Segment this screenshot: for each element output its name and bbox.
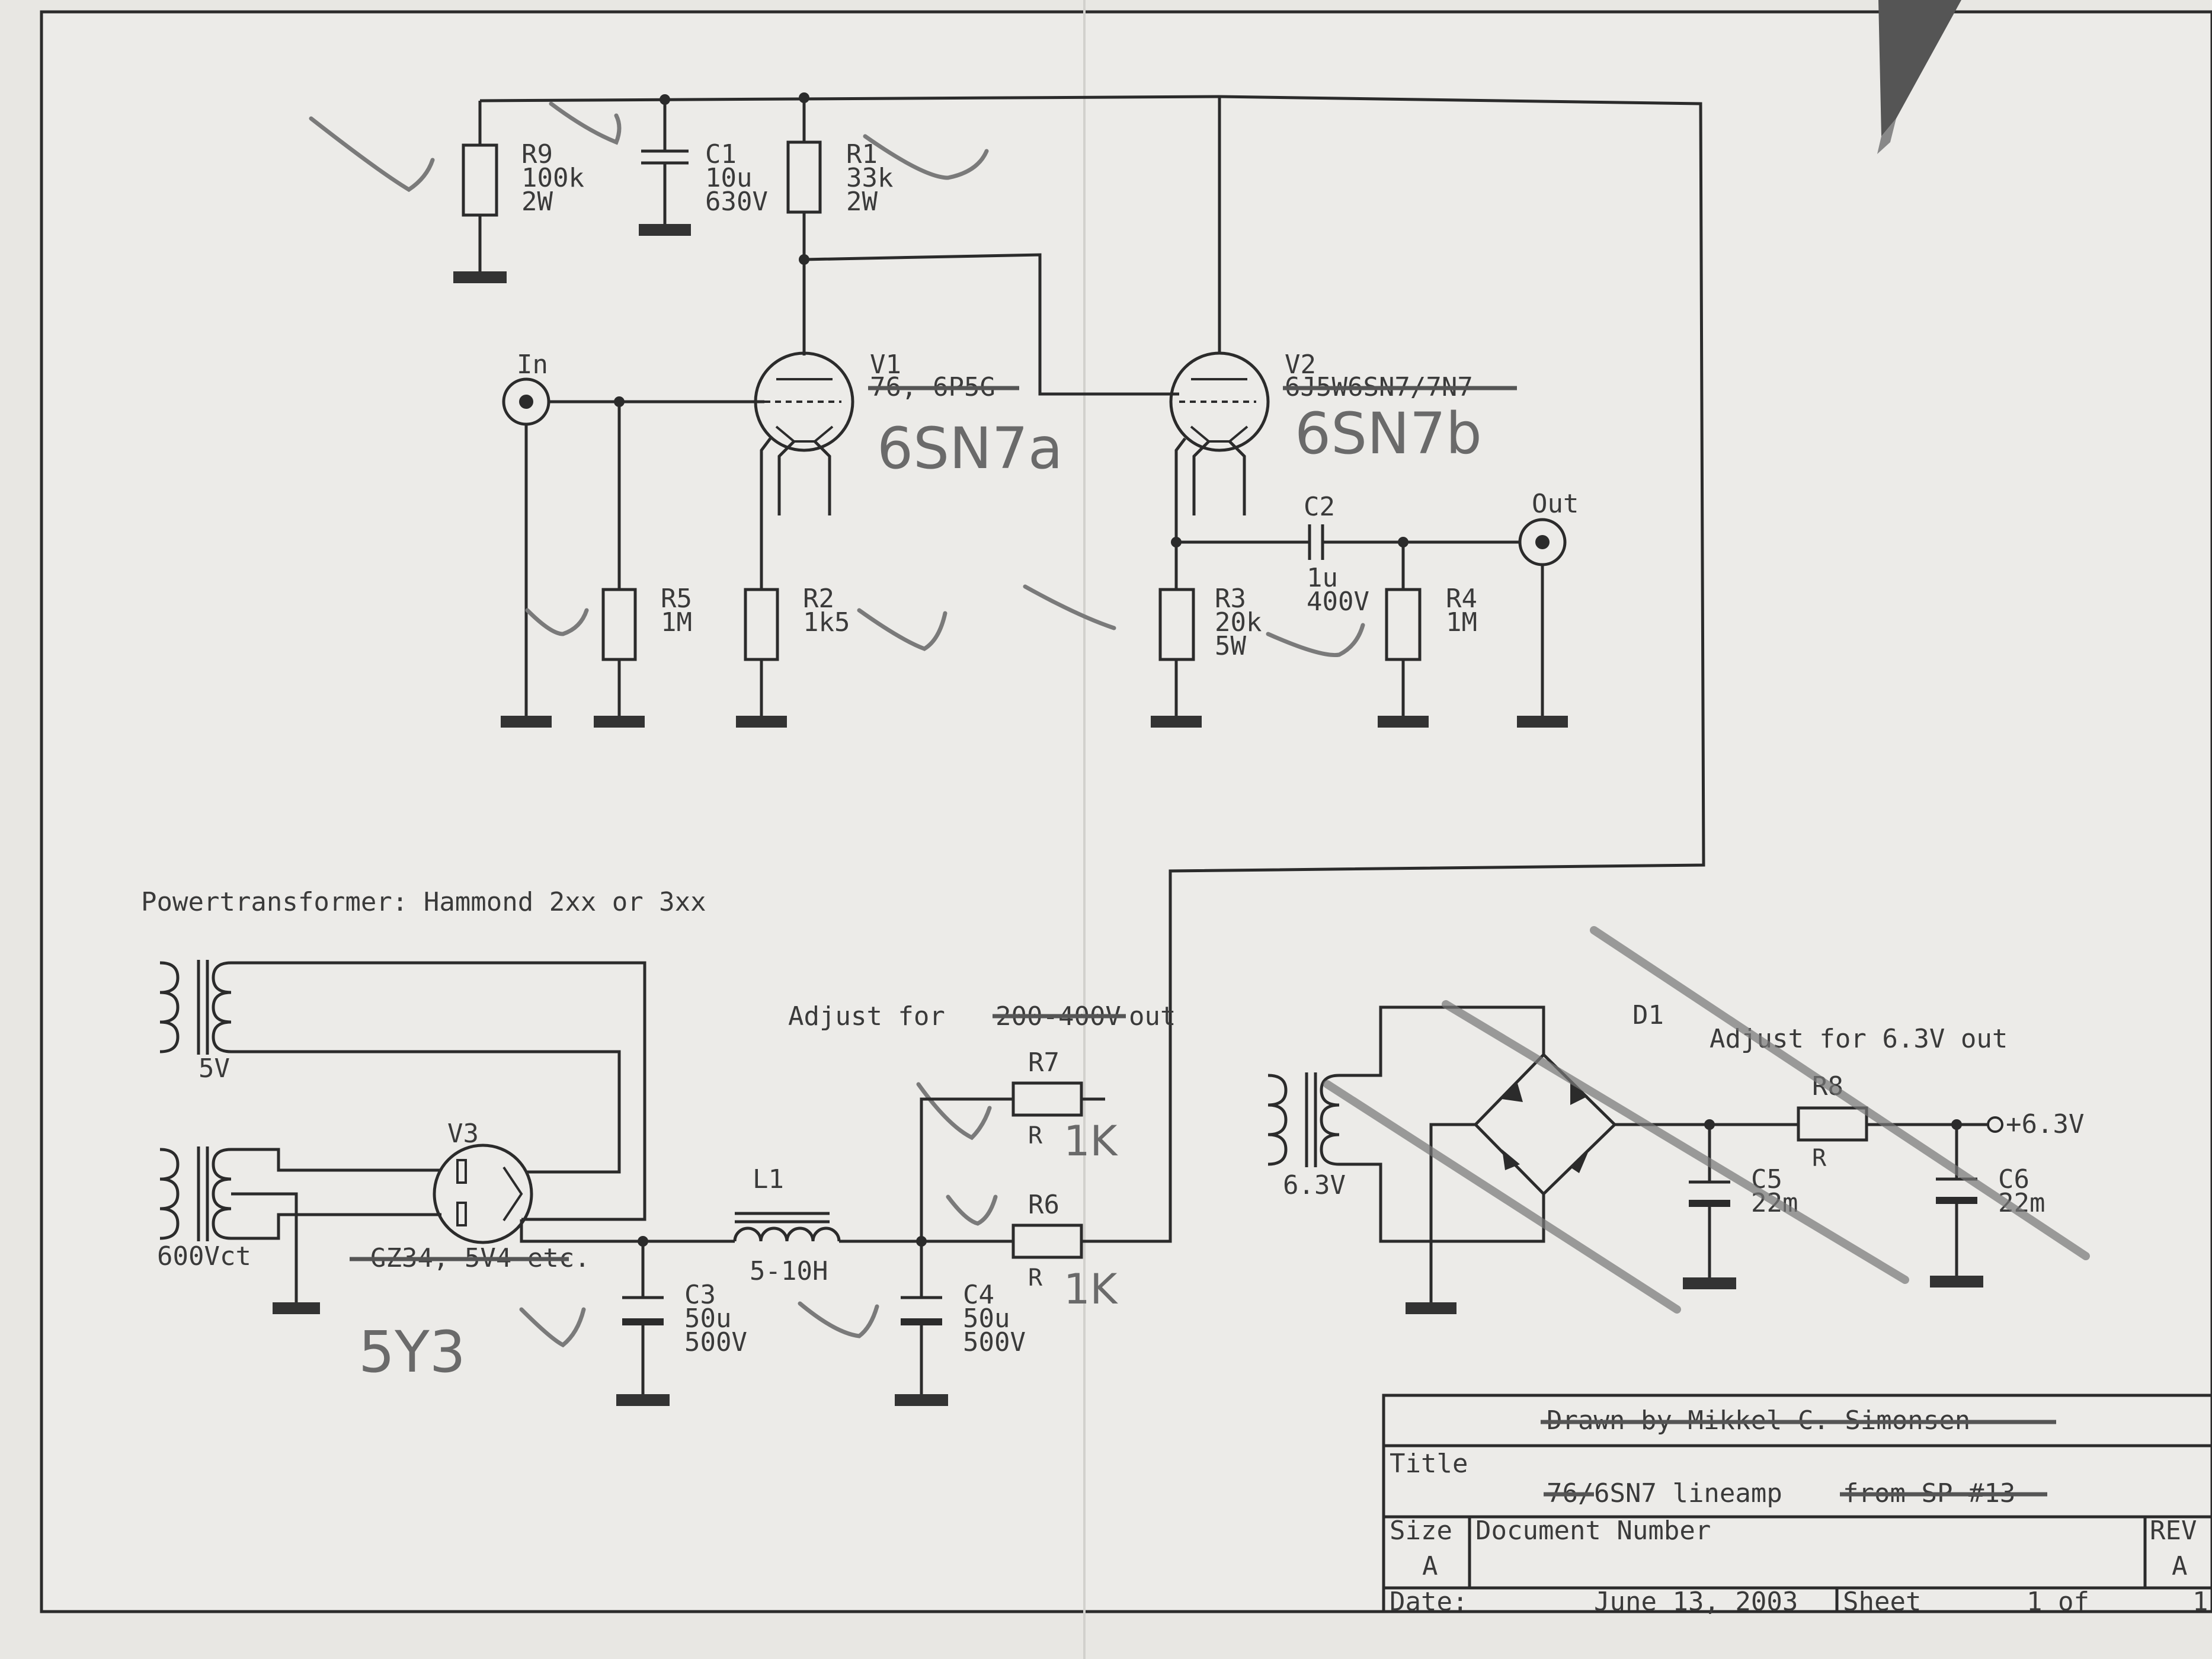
amplifier-section: R9 100k 2W C1 10u 630V R1 33k 2W In [453,92,1705,1243]
c2-label: C2 [1304,492,1335,522]
pencil-tip-image [1877,0,1961,154]
r6-value: R [1028,1264,1043,1292]
document-number-label: Document Number [1475,1516,1711,1546]
r5-resistor [601,588,637,661]
r2-resistor [744,588,779,661]
r7-label: R7 [1028,1048,1059,1078]
v3-handwritten-type: 5Y3 [358,1319,466,1385]
r6-label: R6 [1028,1190,1059,1220]
c1-value: 10u [705,163,752,193]
c6-label: C6 [1998,1164,2029,1194]
transformer-600vct-label: 600Vct [157,1241,251,1272]
v3-rectifier-tube [433,1144,533,1244]
rev-value: A [2172,1551,2188,1581]
adjust-hv-note-suffix: out [1129,1001,1176,1032]
v1-label: V1 [870,350,901,380]
c4-label: C4 [963,1280,994,1310]
r2-value: 1k5 [803,607,850,638]
input-label: In [517,350,548,380]
sheet-value: 1 of [2027,1587,2089,1617]
c4-rating: 500V [963,1327,1026,1357]
heater-output-label: +6.3V [2006,1109,2084,1139]
c4-value: 50u [963,1304,1010,1334]
title-main: 6SN7 lineamp [1594,1478,1782,1509]
v2-handwritten-type: 6SN7b [1295,401,1482,467]
v1-tube [754,351,854,452]
rev-label: REV [2150,1516,2197,1546]
d1-bridge-rectifier [1473,1052,1617,1196]
r1-resistor [786,140,822,214]
r7-resistor [1011,1081,1083,1117]
transformer-5v-label: 5V [199,1053,230,1084]
r9-rating: 2W [521,187,553,217]
powertransformer-note: Powertransformer: Hammond 2xx or 3xx [141,887,706,917]
pencil-checkmarks [309,101,1365,1348]
l1-choke [733,1226,841,1242]
r1-value: 33k [846,163,893,193]
c3-label: C3 [684,1280,716,1310]
d1-label: D1 [1632,1000,1664,1030]
r9-resistor [462,143,498,217]
l1-label: L1 [753,1164,784,1194]
r3-resistor [1158,588,1195,661]
size-value: A [1422,1551,1438,1581]
r5-value: 1M [661,607,692,638]
size-label: Size [1390,1516,1452,1546]
l1-value: 5-10H [750,1256,828,1286]
transformer-6v3-label: 6.3V [1283,1170,1346,1200]
c3-value: 50u [684,1304,731,1334]
transformer-600vct [159,1148,180,1240]
r6-resistor [1011,1224,1083,1259]
v2-label: V2 [1285,350,1316,380]
adjust-hv-note-prefix: Adjust for [788,1001,945,1032]
r7-handwritten-value: 1K [1064,1117,1119,1165]
c2-value: 1u [1307,563,1338,593]
date-value: June 13, 2003 [1594,1587,1798,1617]
power-supply-section: Powertransformer: Hammond 2xx or 3xx 5V … [141,887,1176,1406]
transformer-6v3 [1267,1074,1288,1166]
r8-value: R [1812,1145,1827,1172]
c2-rating: 400V [1307,587,1369,617]
r1-label: R1 [846,139,878,169]
drawing-border [40,10,2212,1613]
r3-label: R3 [1215,584,1246,614]
r4-value: 1M [1446,607,1477,638]
heater-supply-section: 6.3V D1 C5 22m R8 R +6.3V C6 22m [1267,926,2090,1314]
r5-label: R5 [661,584,692,614]
c1-rating: 630V [705,187,768,217]
sheet-total: 1 [2192,1587,2208,1617]
r9-label: R9 [521,139,553,169]
r2-label: R2 [803,584,834,614]
r6-handwritten-value: 1K [1064,1265,1119,1314]
title-label: Title [1390,1449,1468,1479]
ground-symbol [453,271,507,283]
v1-handwritten-type: 6SN7a [877,415,1063,482]
date-label: Date: [1390,1587,1468,1617]
title-block: Drawn by Mikkel C. Simonsen Title 76/ 6S… [1382,1394,2212,1617]
r1-rating: 2W [846,187,878,217]
sheet-label: Sheet [1843,1587,1921,1617]
c3-rating: 500V [684,1327,747,1357]
r9-value: 100k [521,163,584,193]
r4-resistor [1385,588,1422,661]
c1-label: C1 [705,139,737,169]
r4-label: R4 [1446,584,1477,614]
r8-resistor [1797,1106,1868,1142]
transformer-5v [159,961,180,1053]
r3-rating: 5W [1215,631,1246,661]
r3-value: 20k [1215,607,1262,638]
v3-label: V3 [447,1119,479,1149]
r7-value: R [1028,1122,1043,1149]
output-label: Out [1532,489,1579,519]
v2-tube [1169,351,1270,452]
